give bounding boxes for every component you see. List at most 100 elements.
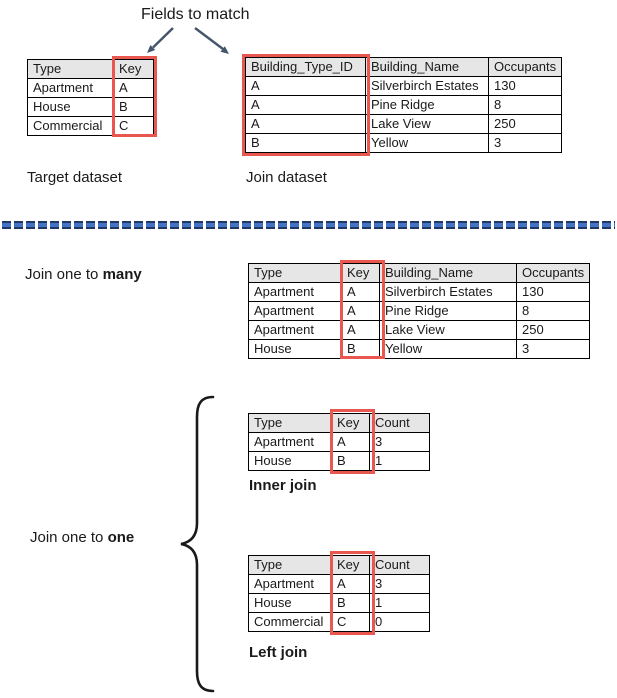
divider-dash xyxy=(98,221,107,229)
column-header: Type xyxy=(248,555,332,575)
column-header: Building_Type_ID xyxy=(245,57,366,77)
divider-dash xyxy=(326,221,335,229)
divider-dash xyxy=(158,221,167,229)
curly-brace-icon xyxy=(180,395,215,693)
table-cell: Yellow xyxy=(365,133,489,153)
divider-dash xyxy=(350,221,359,229)
table-cell: A xyxy=(245,95,366,115)
divider-dash xyxy=(590,221,599,229)
column-header: Count xyxy=(369,413,430,433)
table-cell: C xyxy=(331,612,370,632)
divider-dash xyxy=(422,221,431,229)
target-dataset-label: Target dataset xyxy=(27,169,123,186)
divider-dash xyxy=(506,221,515,229)
table-cell: Silverbirch Estates xyxy=(379,282,517,302)
divider-dash xyxy=(86,221,95,229)
table-cell: Silverbirch Estates xyxy=(365,76,489,96)
divider-dash xyxy=(314,221,323,229)
divider-dash xyxy=(302,221,311,229)
column-header: Building_Name xyxy=(365,57,489,77)
divider-dash xyxy=(434,221,443,229)
table-cell: B xyxy=(245,133,366,153)
table-cell: Apartment xyxy=(248,301,342,321)
column-header: Key xyxy=(331,555,370,575)
table-cell: Apartment xyxy=(248,432,332,452)
table-cell: Apartment xyxy=(27,78,114,98)
divider-dash xyxy=(338,221,347,229)
table-cell: C xyxy=(113,116,154,136)
fields-to-match-arrows xyxy=(147,27,229,54)
table-cell: 1 xyxy=(369,451,430,471)
column-header: Count xyxy=(369,555,430,575)
column-header: Occupants xyxy=(487,57,563,77)
divider-dash xyxy=(554,221,563,229)
column-header: Key xyxy=(341,263,380,283)
table-cell: 0 xyxy=(369,612,430,632)
divider-dash xyxy=(266,221,275,229)
table-cell: Commercial xyxy=(248,612,332,632)
table-cell: A xyxy=(341,301,380,321)
table-cell: 130 xyxy=(487,76,563,96)
divider-dash xyxy=(482,221,491,229)
divider-dash xyxy=(530,221,539,229)
table-cell: A xyxy=(245,114,366,134)
fields-to-match-label: Fields to match xyxy=(141,6,250,23)
table-cell: House xyxy=(248,451,332,471)
table-cell: 130 xyxy=(515,282,591,302)
divider-dash xyxy=(374,221,383,229)
divider-dash xyxy=(194,221,203,229)
table-cell: 3 xyxy=(369,574,430,594)
table-cell: Apartment xyxy=(248,320,342,340)
table-cell: Apartment xyxy=(248,574,332,594)
column-header: Key xyxy=(331,413,370,433)
table-cell: 250 xyxy=(487,114,563,134)
divider-dash xyxy=(146,221,155,229)
divider-dash xyxy=(242,221,251,229)
join-one-to-many-label: Join one to many xyxy=(25,266,142,283)
arrow-down-right-icon xyxy=(194,27,229,54)
divider-dash xyxy=(542,221,551,229)
table-cell: Pine Ridge xyxy=(365,95,489,115)
divider-dash xyxy=(494,221,503,229)
arrow-down-left-icon xyxy=(147,27,174,53)
table-cell: 3 xyxy=(515,339,591,359)
divider-dash xyxy=(50,221,59,229)
divider-dash xyxy=(578,221,587,229)
divider-dash xyxy=(62,221,71,229)
table-cell: House xyxy=(248,339,342,359)
divider-dash xyxy=(122,221,131,229)
table-cell: A xyxy=(331,432,370,452)
divider-dash xyxy=(218,221,227,229)
divider-dash xyxy=(446,221,455,229)
divider-dash xyxy=(458,221,467,229)
divider-dash xyxy=(518,221,527,229)
divider-dash xyxy=(470,221,479,229)
label-text: Join one to xyxy=(25,266,103,283)
table-cell: Lake View xyxy=(365,114,489,134)
join-dataset-label: Join dataset xyxy=(246,169,327,186)
join-one-to-one-label: Join one to one xyxy=(30,529,134,546)
table-cell: 8 xyxy=(515,301,591,321)
column-header: Occupants xyxy=(515,263,591,283)
divider-dash xyxy=(2,221,11,229)
table-cell: Lake View xyxy=(379,320,517,340)
divider-dash xyxy=(182,221,191,229)
table-cell: B xyxy=(331,593,370,613)
divider-dash xyxy=(602,221,611,229)
divider-dash xyxy=(14,221,23,229)
